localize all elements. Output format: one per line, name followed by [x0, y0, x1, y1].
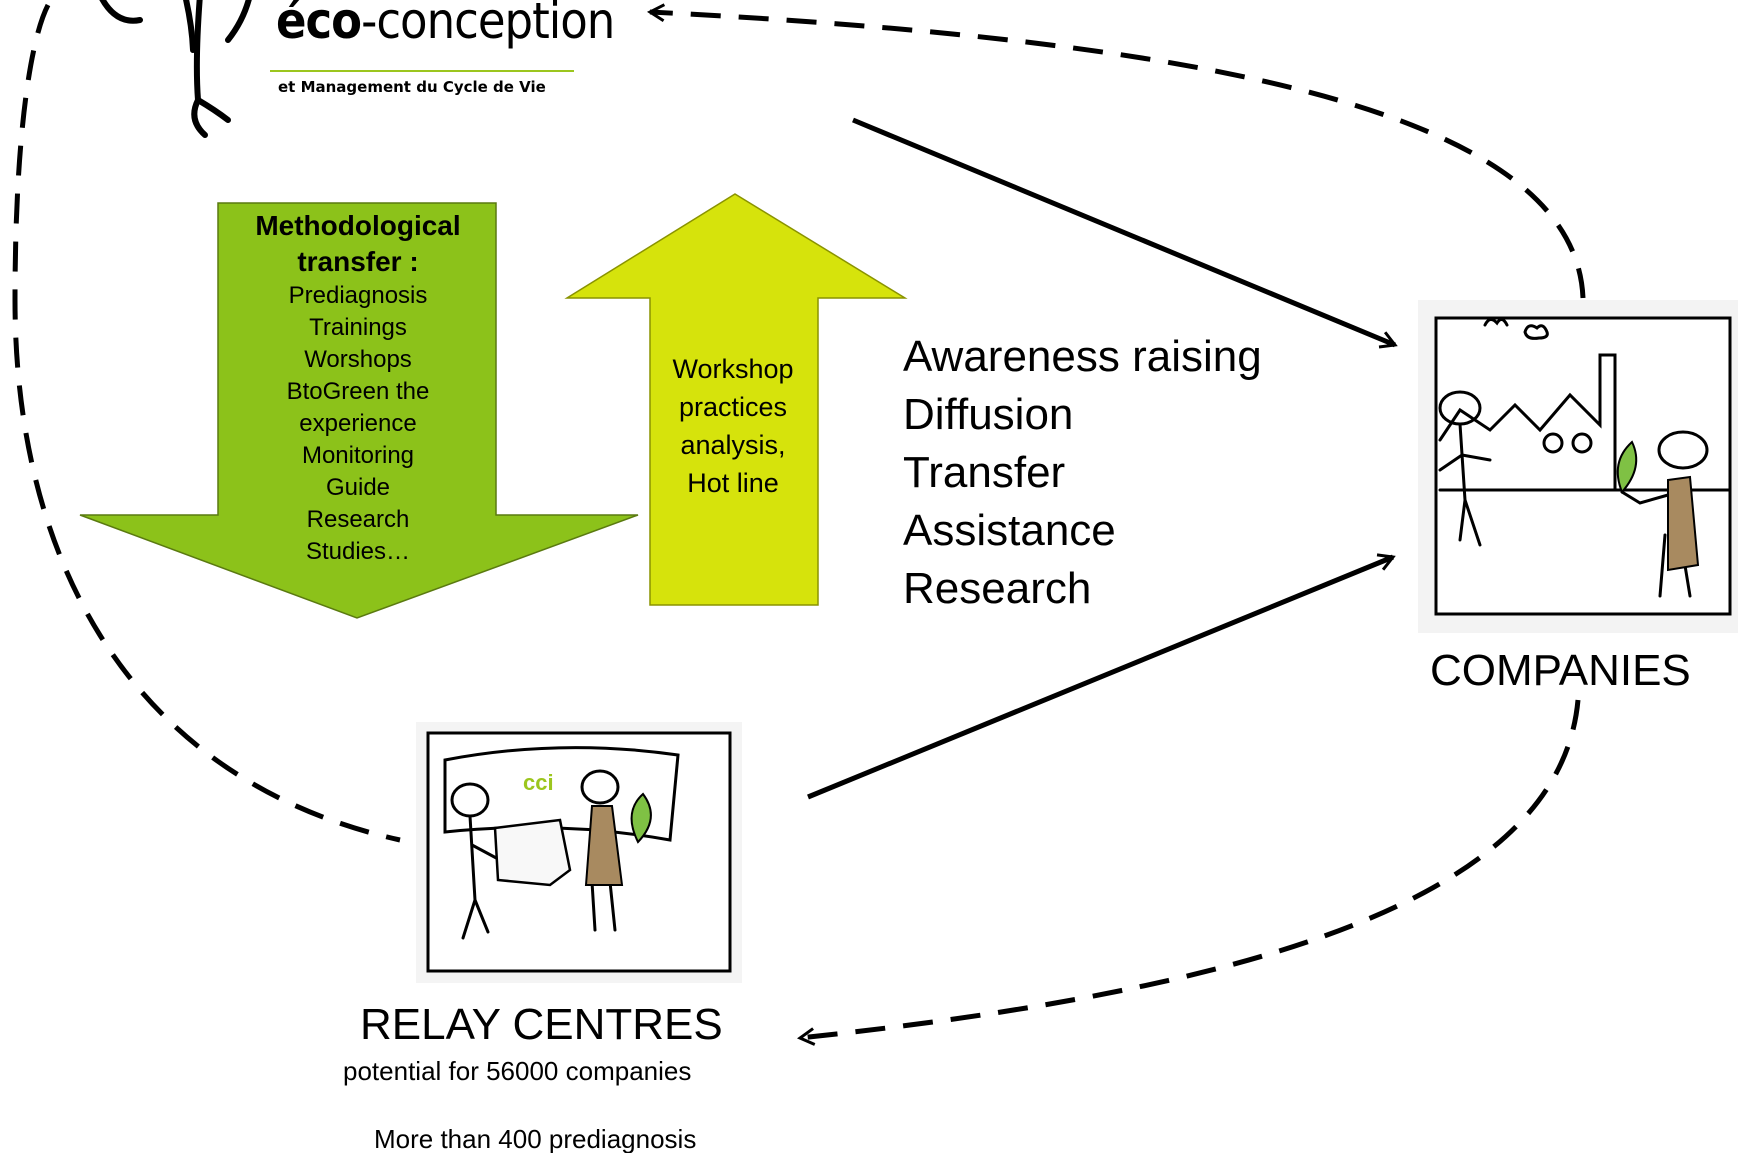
transfer-item: Prediagnosis [288, 282, 428, 309]
logo-brand-bold: éco [276, 0, 362, 50]
arrow-to-companies-bottom [807, 553, 1396, 800]
methodological-title-line2: transfer : [297, 246, 419, 277]
action-item: Diffusion [903, 390, 1074, 439]
transfer-item: BtoGreen the [286, 378, 430, 405]
methodological-transfer-text: Methodological transfer : Prediagnosis T… [222, 208, 494, 568]
feedback-text: Workshop practices analysis, Hot line [648, 350, 818, 502]
arrow-to-companies-top [852, 117, 1398, 349]
transfer-item: Trainings [309, 314, 407, 341]
transfer-item: Guide [325, 474, 391, 501]
feedback-line: Workshop [672, 354, 794, 384]
action-item: Transfer [903, 448, 1066, 497]
transfer-item: Monitoring [301, 442, 415, 469]
methodological-transfer-arrow [79, 202, 639, 619]
transfer-item: Research [306, 506, 410, 533]
dashed-loop-top-right [646, 3, 1586, 299]
companies-illustration [1418, 300, 1738, 633]
logo-subtitle: et Management du Cycle de Vie [278, 78, 546, 96]
dashed-loop-bottom-right [796, 699, 1581, 1046]
relay-centres-note: More than 400 prediagnosis [374, 1124, 697, 1153]
feedback-up-arrow [564, 193, 908, 606]
relay-centre-illustration: cci [416, 722, 742, 983]
relay-centres-title: RELAY CENTRES [360, 1000, 723, 1049]
feedback-line: Hot line [687, 468, 779, 498]
logo-rule [270, 70, 574, 72]
action-item: Assistance [903, 506, 1116, 555]
relay-centres-subtitle: potential for 56000 companies [343, 1056, 692, 1086]
companies-label: COMPANIES [1430, 646, 1691, 695]
transfer-item: Worshops [304, 346, 412, 373]
feedback-line: practices [678, 392, 788, 422]
feedback-line: analysis, [680, 430, 786, 460]
logo-stick-figure [99, 0, 252, 138]
cci-sign: cci [523, 770, 554, 795]
transfer-item: experience [299, 410, 417, 437]
action-item: Awareness raising [903, 332, 1262, 381]
methodological-title-line1: Methodological [255, 210, 461, 241]
transfer-item: Studies… [305, 538, 411, 565]
logo-wordmark: éco-conception [276, 0, 615, 50]
actions-list: Awareness raising Diffusion Transfer Ass… [903, 328, 1262, 618]
action-item: Research [903, 564, 1092, 613]
logo-brand-light: -conception [361, 0, 615, 50]
dashed-loop-left [12, 3, 401, 843]
